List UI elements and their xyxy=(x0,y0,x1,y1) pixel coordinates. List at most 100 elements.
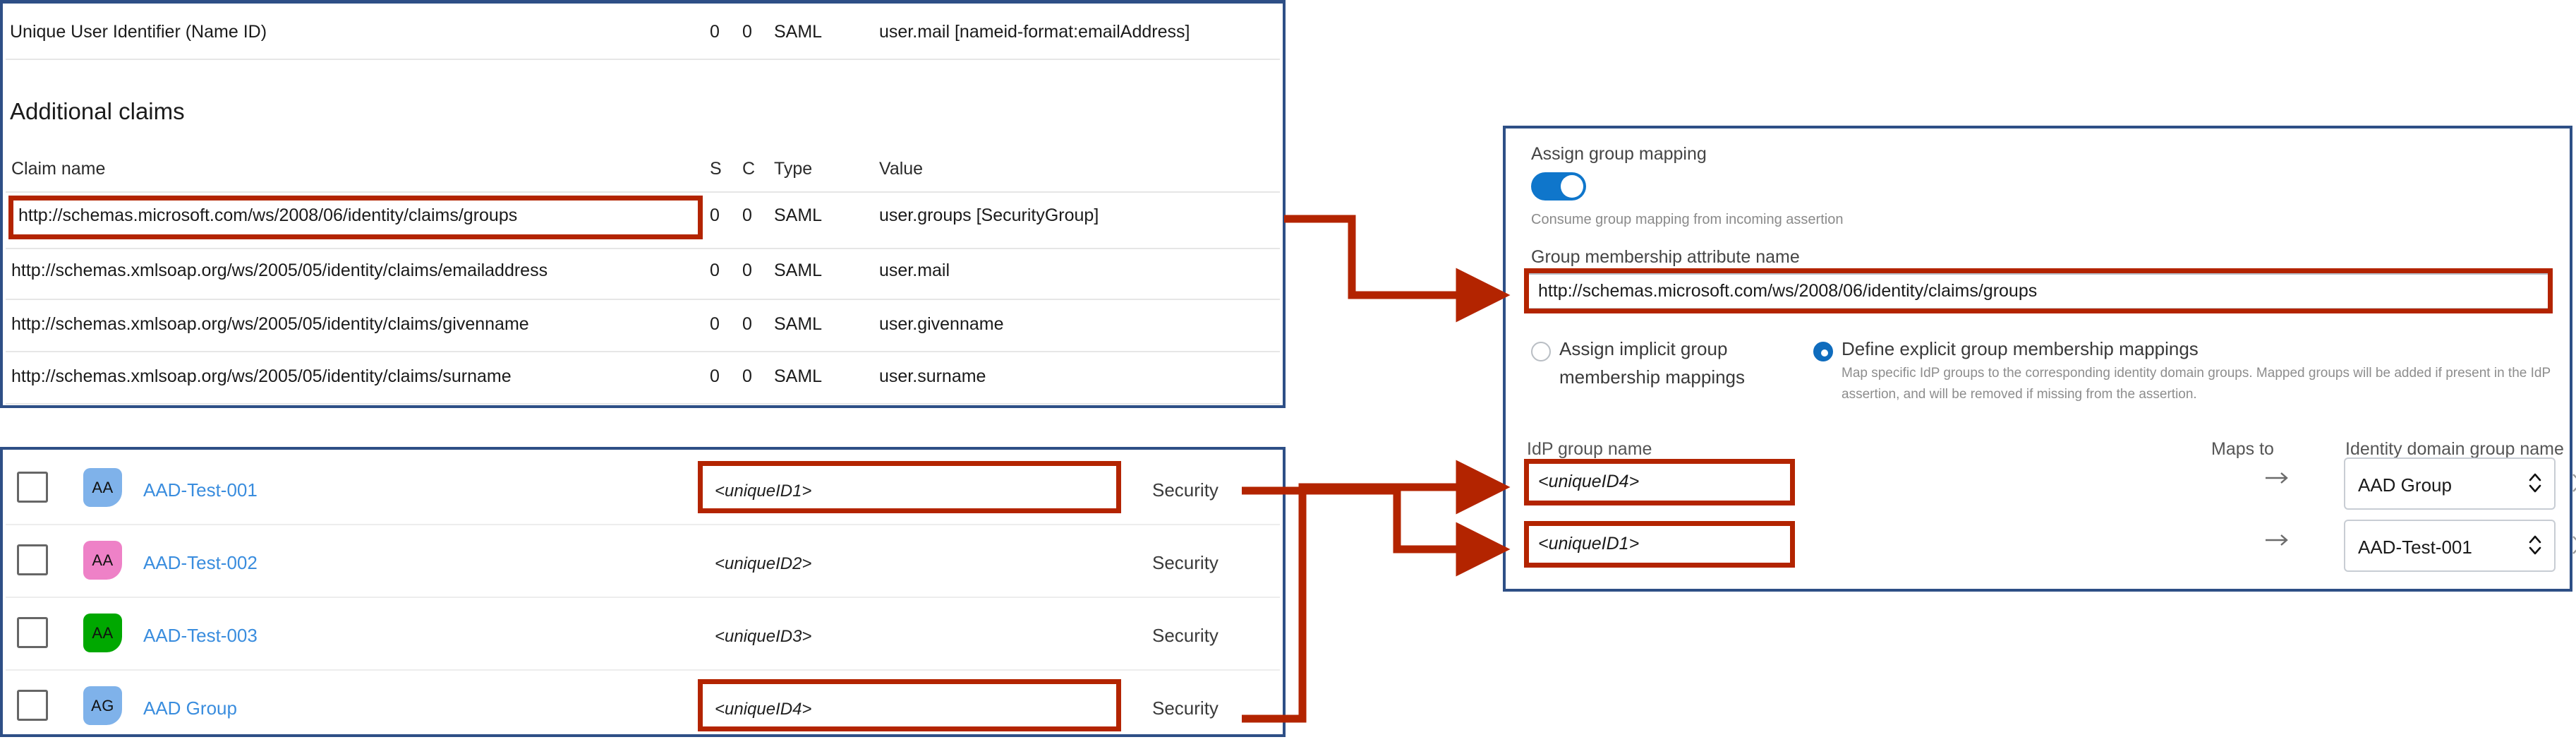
group-list-row[interactable]: AA AAD-Test-001 <uniqueID1> Security xyxy=(6,453,1280,524)
claim-value: user.mail xyxy=(879,261,950,280)
nameid-value: user.mail [nameid-format:emailAddress] xyxy=(879,22,1190,42)
claim-value: user.givenname xyxy=(879,314,1004,334)
claim-value: user.surname xyxy=(879,366,986,386)
row-checkbox[interactable] xyxy=(17,544,48,575)
claim-type: SAML xyxy=(774,314,823,334)
col-identity-domain-group-name: Identity domain group name xyxy=(2345,439,2564,459)
col-claim-name: Claim name xyxy=(11,159,106,179)
list-divider xyxy=(6,524,1280,525)
claim-type: SAML xyxy=(774,205,823,225)
group-avatar: AA xyxy=(83,541,122,580)
group-membership-attribute-value: http://schemas.microsoft.com/ws/2008/06/… xyxy=(1538,281,2038,301)
group-name-link[interactable]: AAD-Test-002 xyxy=(143,552,258,573)
chevron-updown-icon[interactable] xyxy=(2527,533,2543,557)
assign-group-mapping-panel: Assign group mapping Consume group mappi… xyxy=(1503,126,2576,592)
aad-groups-panel: AA AAD-Test-001 <uniqueID1> Security AA … xyxy=(0,447,1286,737)
remove-mapping-button-1[interactable] xyxy=(2570,471,2576,495)
col-value: Value xyxy=(879,159,924,179)
claim-c: 0 xyxy=(742,261,752,280)
maps-to-arrow-icon xyxy=(2264,531,2292,549)
radio-explicit-label: Define explicit group membership mapping… xyxy=(1842,338,2199,359)
group-unique-id: <uniqueID1> xyxy=(715,481,812,501)
attribute-callout-box xyxy=(1524,268,2553,313)
avatar-initials: AA xyxy=(92,623,114,642)
group-avatar: AA xyxy=(83,468,122,507)
uniqueid1-callout-box xyxy=(698,461,1121,513)
assign-group-mapping-label: Assign group mapping xyxy=(1531,144,1707,164)
identity-domain-group-select-1[interactable] xyxy=(2344,457,2556,510)
claim-s: 0 xyxy=(710,314,720,334)
nameid-type: SAML xyxy=(774,22,823,42)
list-divider xyxy=(6,669,1280,671)
group-type: Security xyxy=(1152,552,1219,573)
radio-implicit-label-line2: membership mappings xyxy=(1559,366,1746,388)
list-divider xyxy=(6,597,1280,598)
toggle-caption: Consume group mapping from incoming asse… xyxy=(1531,212,1844,227)
identity-domain-group-select-2[interactable] xyxy=(2344,520,2556,572)
col-type: Type xyxy=(774,159,813,179)
row-divider xyxy=(6,351,1280,352)
group-membership-attribute-label: Group membership attribute name xyxy=(1531,247,1800,267)
saml-claims-panel: Unique User Identifier (Name ID) 0 0 SAM… xyxy=(0,0,1286,408)
row-checkbox[interactable] xyxy=(17,617,48,648)
claim-name: http://schemas.xmlsoap.org/ws/2005/05/id… xyxy=(11,366,512,386)
radio-assign-implicit[interactable] xyxy=(1531,342,1551,361)
group-name-link[interactable]: AAD Group xyxy=(143,698,237,719)
group-type: Security xyxy=(1152,479,1219,501)
idp-group-1-callout-box xyxy=(1524,459,1795,505)
col-c: C xyxy=(742,159,756,179)
chevron-updown-icon[interactable] xyxy=(2527,471,2543,495)
claim-value: user.groups [SecurityGroup] xyxy=(879,205,1099,225)
radio-explicit-desc-line2: assertion, and will be removed if missin… xyxy=(1842,387,2197,402)
idp-group-name-value-1: <uniqueID4> xyxy=(1538,472,1640,491)
group-name-link[interactable]: AAD-Test-003 xyxy=(143,625,258,646)
assign-group-mapping-toggle[interactable] xyxy=(1531,172,1586,201)
col-s: S xyxy=(710,159,722,179)
row-checkbox[interactable] xyxy=(17,472,48,503)
claim-name: http://schemas.microsoft.com/ws/2008/06/… xyxy=(18,205,518,225)
nameid-claim-name: Unique User Identifier (Name ID) xyxy=(10,22,267,42)
claim-s: 0 xyxy=(710,366,720,386)
claim-c: 0 xyxy=(742,205,752,225)
toggle-knob xyxy=(1561,175,1583,198)
claim-type: SAML xyxy=(774,366,823,386)
group-list-row[interactable]: AA AAD-Test-002 <uniqueID2> Security xyxy=(6,525,1280,597)
groups-claim-callout-box xyxy=(8,196,703,239)
col-idp-group-name: IdP group name xyxy=(1527,439,1652,459)
claim-name: http://schemas.xmlsoap.org/ws/2005/05/id… xyxy=(11,261,548,280)
group-unique-id: <uniqueID3> xyxy=(715,627,812,646)
nameid-s-value: 0 xyxy=(710,22,720,42)
claim-s: 0 xyxy=(710,261,720,280)
identity-domain-group-value-2: AAD-Test-001 xyxy=(2358,537,2472,558)
group-avatar: AA xyxy=(83,614,122,652)
claim-c: 0 xyxy=(742,366,752,386)
group-type: Security xyxy=(1152,625,1219,646)
row-divider xyxy=(6,59,1280,60)
group-list-row[interactable]: AA AAD-Test-003 <uniqueID3> Security xyxy=(6,598,1280,669)
radio-define-explicit[interactable] xyxy=(1813,342,1833,361)
idp-group-2-callout-box xyxy=(1524,521,1795,568)
uniqueid4-callout-box xyxy=(698,679,1121,731)
row-divider xyxy=(6,403,1280,405)
claim-name: http://schemas.xmlsoap.org/ws/2005/05/id… xyxy=(11,314,529,334)
group-name-link[interactable]: AAD-Test-001 xyxy=(143,479,258,501)
claim-type: SAML xyxy=(774,261,823,280)
row-divider xyxy=(6,299,1280,300)
group-avatar: AG xyxy=(83,686,122,725)
claim-s: 0 xyxy=(710,205,720,225)
additional-claims-heading: Additional claims xyxy=(10,98,185,124)
identity-domain-group-value-1: AAD Group xyxy=(2358,474,2452,496)
maps-to-arrow-icon xyxy=(2264,469,2292,487)
remove-mapping-button-2[interactable] xyxy=(2570,533,2576,557)
avatar-initials: AA xyxy=(92,478,114,496)
connector-claim-to-attribute xyxy=(1284,215,1511,323)
avatar-initials: AG xyxy=(91,696,114,714)
col-maps-to: Maps to xyxy=(2211,439,2274,459)
radio-explicit-desc-line1: Map specific IdP groups to the correspon… xyxy=(1842,366,2551,381)
idp-group-name-value-2: <uniqueID1> xyxy=(1538,534,1640,553)
group-list-row[interactable]: AG AAD Group <uniqueID4> Security xyxy=(6,671,1280,742)
group-unique-id: <uniqueID2> xyxy=(715,554,812,573)
row-divider xyxy=(6,248,1280,249)
group-type: Security xyxy=(1152,698,1219,719)
row-checkbox[interactable] xyxy=(17,690,48,721)
